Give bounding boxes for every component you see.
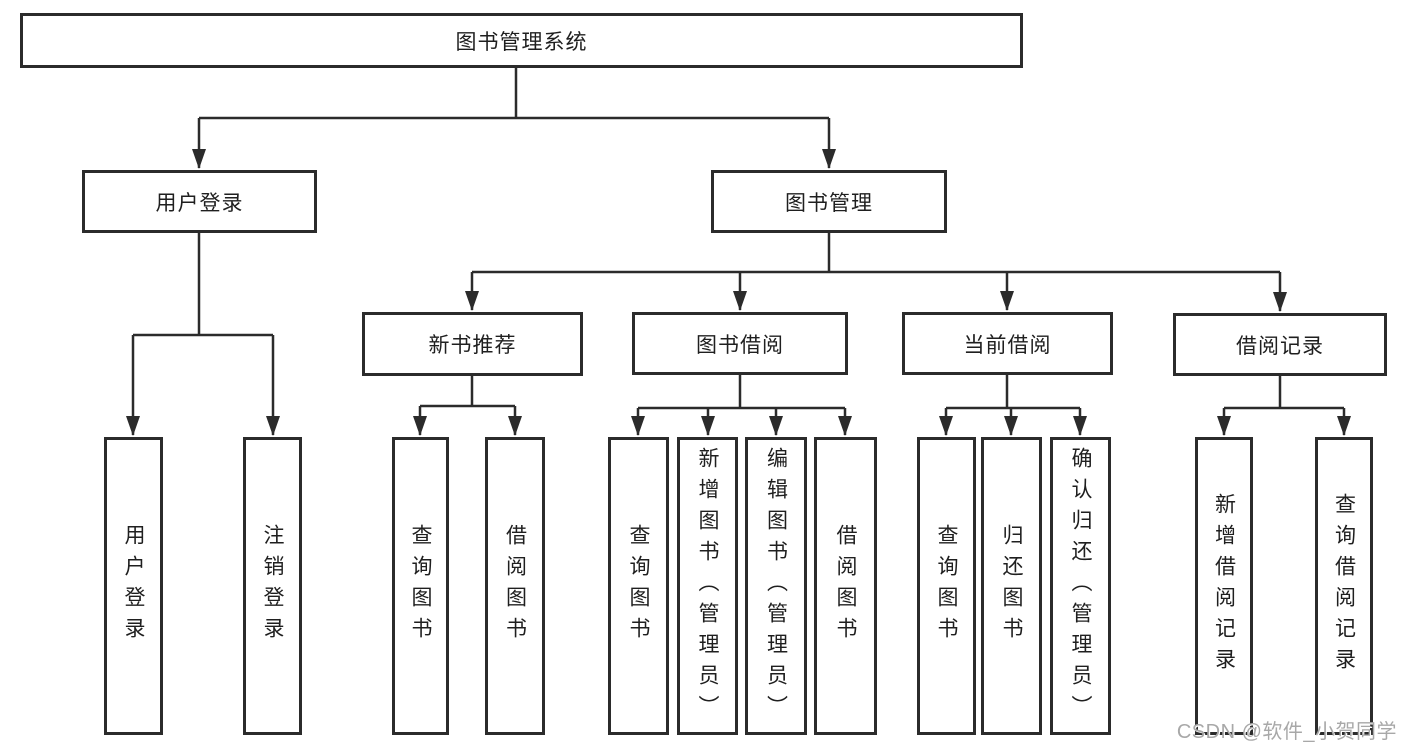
leaf-add-borrow-record: 新增借阅记录	[1195, 437, 1253, 735]
node-book-borrow: 图书借阅	[632, 312, 848, 375]
node-new-book-recommend: 新书推荐	[362, 312, 583, 376]
leaf-add-book-admin: 新增图书（管理员）	[677, 437, 738, 735]
leaf-query-books-borrow: 查询图书	[608, 437, 669, 735]
leaf-query-books-current: 查询图书	[917, 437, 976, 735]
node-book-management: 图书管理	[711, 170, 947, 233]
node-root-system: 图书管理系统	[20, 13, 1023, 68]
leaf-confirm-return-admin: 确认归还（管理员）	[1050, 437, 1111, 735]
leaf-edit-book-admin: 编辑图书（管理员）	[745, 437, 807, 735]
leaf-user-login: 用户登录	[104, 437, 163, 735]
leaf-query-books-recommend: 查询图书	[392, 437, 449, 735]
node-borrow-records: 借阅记录	[1173, 313, 1387, 376]
node-user-login: 用户登录	[82, 170, 317, 233]
csdn-watermark: CSDN @软件_小贺同学	[1176, 721, 1397, 743]
leaf-query-borrow-record: 查询借阅记录	[1315, 437, 1373, 735]
leaf-borrow-books: 借阅图书	[814, 437, 877, 735]
leaf-borrow-books-recommend: 借阅图书	[485, 437, 545, 735]
leaf-return-book: 归还图书	[981, 437, 1042, 735]
leaf-logout: 注销登录	[243, 437, 302, 735]
node-current-borrow: 当前借阅	[902, 312, 1113, 375]
